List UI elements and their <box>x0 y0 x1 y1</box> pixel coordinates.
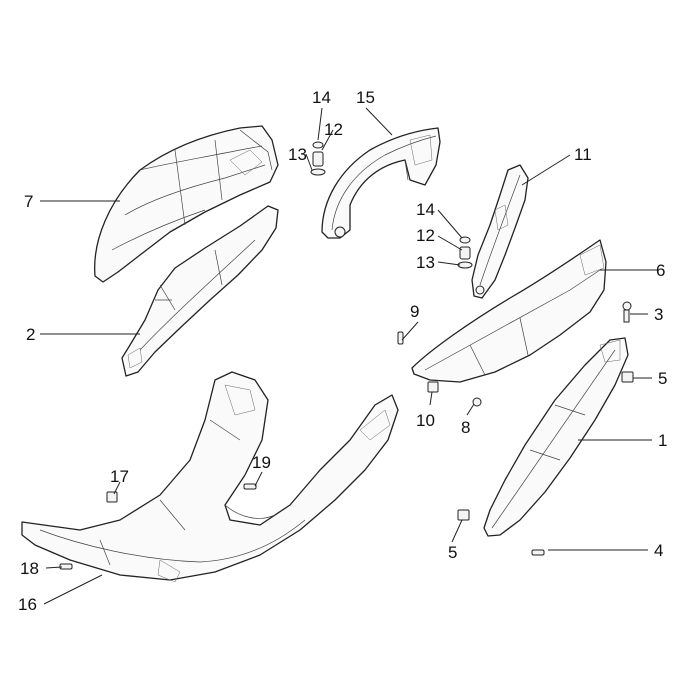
callout-6: 6 <box>656 261 665 280</box>
part-7-upper-cover[interactable] <box>94 125 279 283</box>
part-15-arch-bracket[interactable] <box>321 127 441 239</box>
callout-19: 19 <box>252 453 271 472</box>
fastener-5-lower[interactable] <box>457 509 470 521</box>
part-2-side-panel[interactable] <box>121 205 279 377</box>
callout-5-lower: 5 <box>448 543 457 562</box>
part-16-floor-panel[interactable] <box>21 371 399 583</box>
callout-15: 15 <box>356 88 375 107</box>
leader-lines <box>40 107 658 605</box>
fastener-8[interactable] <box>472 397 482 407</box>
callout-12-middle: 12 <box>416 226 435 245</box>
callout-7: 7 <box>24 192 33 211</box>
part-1-lower-panel[interactable] <box>483 337 629 537</box>
part-11-side-bracket[interactable] <box>471 164 529 299</box>
callout-11: 11 <box>574 145 592 164</box>
callout-5-upper: 5 <box>658 369 667 388</box>
fastener-19[interactable] <box>243 483 257 490</box>
part-6-body-panel[interactable] <box>411 239 607 383</box>
callout-16: 16 <box>18 595 37 614</box>
fastener-9[interactable] <box>397 331 404 345</box>
fastener-4[interactable] <box>531 549 545 556</box>
hardware-set-upper[interactable] <box>310 141 326 176</box>
callout-13-upper: 13 <box>288 145 307 164</box>
hardware-set-middle[interactable] <box>457 236 473 269</box>
callout-14-upper: 14 <box>312 88 331 107</box>
fastener-10[interactable] <box>427 381 439 393</box>
callout-8: 8 <box>461 418 470 437</box>
callout-3: 3 <box>654 305 663 324</box>
callout-4: 4 <box>654 541 663 560</box>
callout-labels: 1 2 3 4 5 5 6 7 8 9 10 11 12 12 13 13 14… <box>18 88 667 614</box>
fastener-18[interactable] <box>59 563 73 570</box>
callout-1: 1 <box>658 431 667 450</box>
fastener-5-upper[interactable] <box>621 371 634 383</box>
callout-10: 10 <box>416 411 435 430</box>
callout-12-upper: 12 <box>324 120 343 139</box>
fastener-3[interactable] <box>622 301 632 323</box>
callout-18: 18 <box>20 559 39 578</box>
callout-9: 9 <box>410 302 419 321</box>
callout-2: 2 <box>26 325 35 344</box>
callout-17: 17 <box>110 467 129 486</box>
fastener-17[interactable] <box>106 491 118 503</box>
callout-14-middle: 14 <box>416 200 435 219</box>
callout-13-middle: 13 <box>416 253 435 272</box>
